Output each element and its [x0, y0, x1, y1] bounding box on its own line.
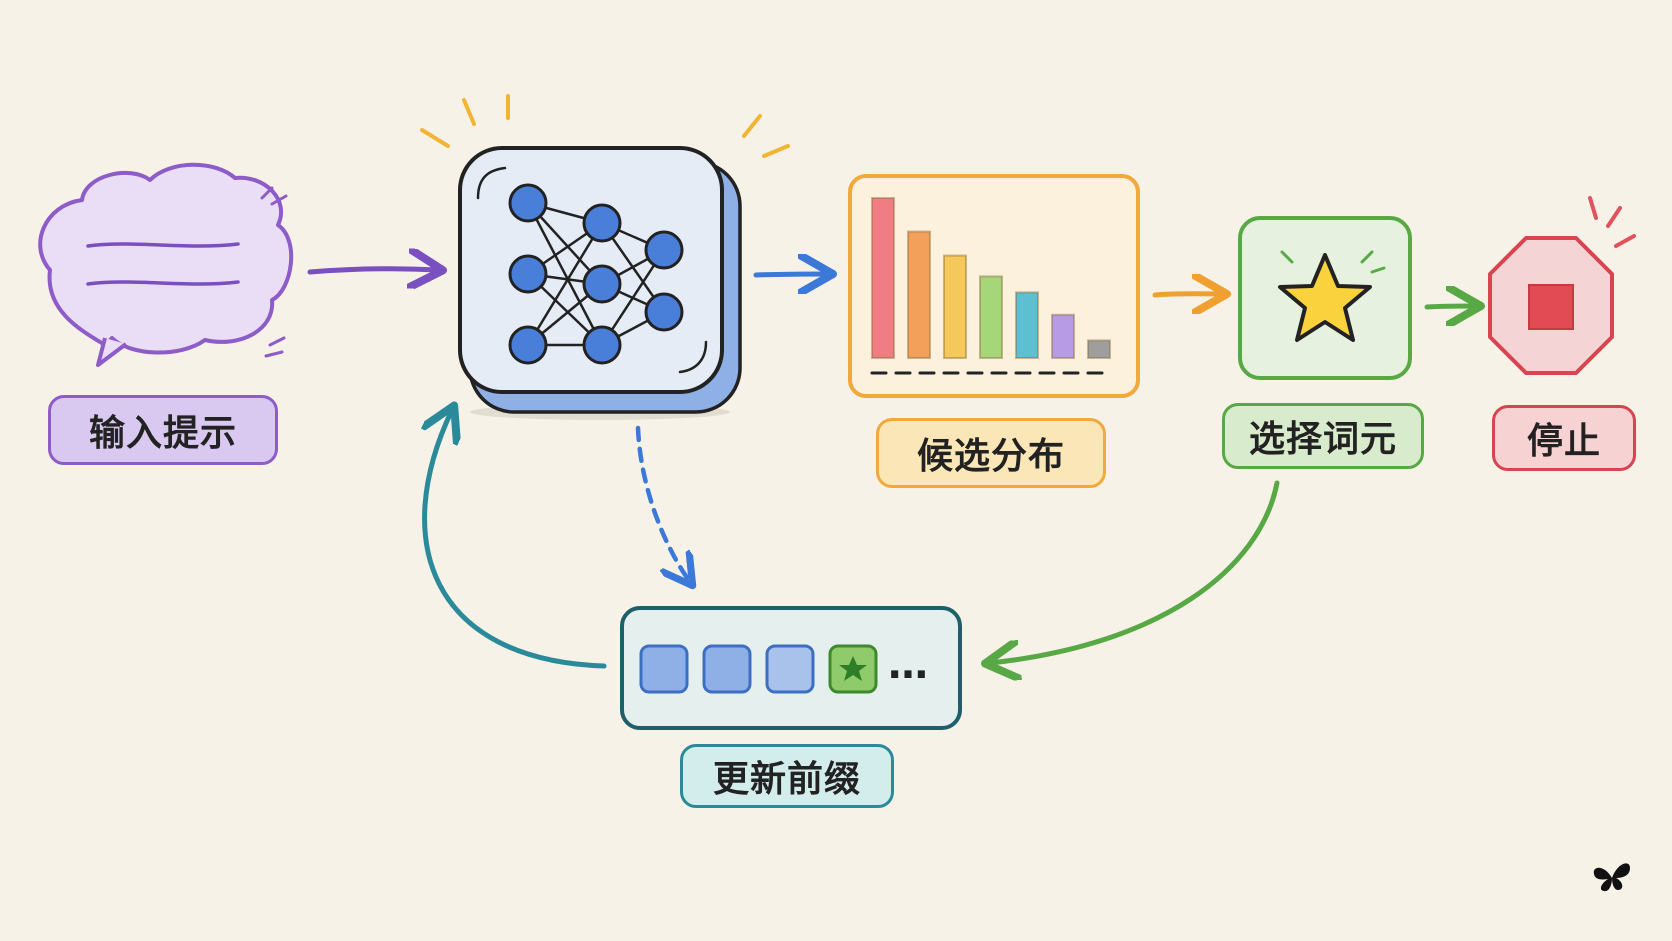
- distribution-bars: [871, 197, 1111, 360]
- distribution-bar-5: [1015, 291, 1039, 359]
- selected-star-icon: [839, 656, 867, 681]
- distribution-bar-6: [1051, 313, 1075, 359]
- label-candidate-distribution: 候选分布: [876, 418, 1106, 488]
- star-icon: [1238, 216, 1412, 380]
- prefix-token-1: [639, 644, 689, 694]
- label-stop: 停止: [1492, 405, 1636, 471]
- distribution-bar-1: [871, 197, 895, 359]
- distribution-bar-4: [979, 275, 1003, 359]
- flow-arrows: [307, 269, 1476, 666]
- distribution-bar-2: [907, 230, 931, 360]
- prefix-token-2: [702, 644, 752, 694]
- speech-cloud-icon: [38, 162, 294, 367]
- prefix-ellipsis: …: [888, 642, 928, 688]
- label-update-prefix: 更新前缀: [680, 744, 894, 808]
- prefix-token-3: [765, 644, 815, 694]
- label-select-token: 选择词元: [1222, 403, 1424, 469]
- distribution-bar-3: [943, 254, 967, 360]
- bar-chart-icon: [848, 174, 1140, 398]
- neural-network-icon: [420, 94, 790, 420]
- prefix-token-strip: [620, 606, 962, 730]
- label-input-prompt: 输入提示: [48, 395, 278, 465]
- butterfly-icon: [1593, 863, 1630, 892]
- stop-octagon-icon: [1488, 196, 1636, 375]
- distribution-bar-7: [1087, 339, 1111, 359]
